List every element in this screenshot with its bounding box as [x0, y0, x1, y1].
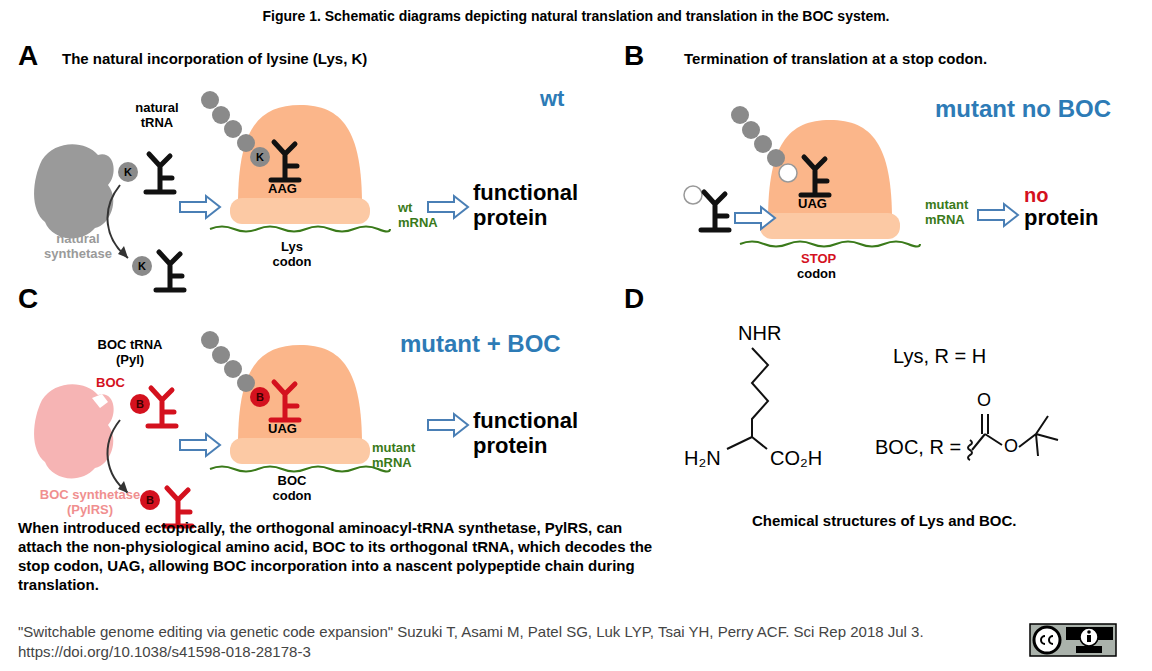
- part-label: Lys codon: [266, 240, 318, 270]
- amino-acid-ball: K: [118, 162, 138, 182]
- part-label: mutant mRNA: [925, 198, 975, 228]
- chem-label: Lys, R = H: [893, 345, 986, 368]
- chem-label: H₂N: [684, 447, 721, 470]
- amino-acid-letter: B: [136, 399, 144, 410]
- figure-title: Figure 1. Schematic diagrams depicting n…: [0, 8, 1152, 24]
- amino-acid-letter: K: [256, 152, 264, 163]
- amino-acid-letter: B: [146, 495, 154, 506]
- codon-label: UAG: [268, 422, 297, 437]
- panel-note: When introduced ectopically, the orthogo…: [18, 518, 668, 594]
- outcome-label: functional protein: [473, 408, 603, 459]
- panel-b-art: [684, 106, 1018, 247]
- hollow-arrow: [180, 196, 220, 218]
- ribosome: [230, 105, 370, 224]
- part-label: BOC tRNA (Pyl): [92, 338, 168, 368]
- part-label: BOC synthetase (PylRS): [34, 488, 146, 518]
- license-icon: [1030, 624, 1116, 656]
- part-label: natural tRNA: [126, 101, 188, 131]
- trna: [271, 142, 299, 180]
- trna: [146, 154, 174, 192]
- synthetase: [34, 144, 114, 238]
- amino-acid-ball: B: [140, 490, 160, 510]
- codon-label: UAG: [798, 197, 827, 212]
- part-label: BOC codon: [266, 474, 318, 504]
- hollow-arrow: [428, 196, 468, 218]
- atom-label: O: [977, 390, 991, 411]
- amino-acid-ball: K: [250, 147, 270, 167]
- part-label: BOC: [96, 376, 125, 391]
- outcome-label: no: [1024, 184, 1048, 207]
- part-label: mutant mRNA: [372, 441, 428, 471]
- peptide-chain: [201, 91, 255, 152]
- trna: [156, 252, 184, 290]
- panel-letter: D: [624, 283, 644, 315]
- codon-label: AAG: [268, 182, 297, 197]
- condition-label: wt: [540, 86, 564, 111]
- part-label: STOP: [801, 252, 836, 267]
- condition-label: mutant no BOC: [935, 95, 1111, 123]
- amino-acid-ball: B: [250, 387, 270, 407]
- panel-note: Chemical structures of Lys and BOC.: [752, 512, 1017, 529]
- amino-acid-ball: B: [130, 394, 150, 414]
- panel-title: Termination of translation at a stop cod…: [684, 50, 987, 67]
- amino-acid-letter: K: [138, 261, 146, 272]
- amino-acid-ball: K: [132, 256, 152, 276]
- chem-label: CO₂H: [770, 447, 822, 470]
- panel-c-art: [34, 331, 468, 526]
- amino-acid-letter: K: [124, 167, 132, 178]
- panel-letter: B: [624, 40, 644, 72]
- amino-acid-letter: B: [256, 392, 264, 403]
- chemical-structure: [727, 348, 1058, 460]
- panel-letter: C: [18, 283, 38, 315]
- atom-label: O: [1004, 436, 1018, 457]
- outcome-label: protein: [1024, 205, 1099, 230]
- chem-label: BOC, R =: [875, 436, 961, 459]
- panel-title: The natural incorporation of lysine (Lys…: [62, 50, 367, 67]
- panel-letter: A: [18, 40, 38, 72]
- part-label: natural synthetase: [30, 232, 126, 262]
- mrna: [210, 227, 390, 232]
- citation: "Switchable genome editing via genetic c…: [18, 622, 1008, 661]
- part-label: wt mRNA: [398, 201, 448, 231]
- chem-label: NHR: [738, 322, 781, 345]
- outcome-label: functional protein: [473, 180, 603, 231]
- part-label: codon: [797, 267, 836, 282]
- condition-label: mutant + BOC: [400, 330, 561, 358]
